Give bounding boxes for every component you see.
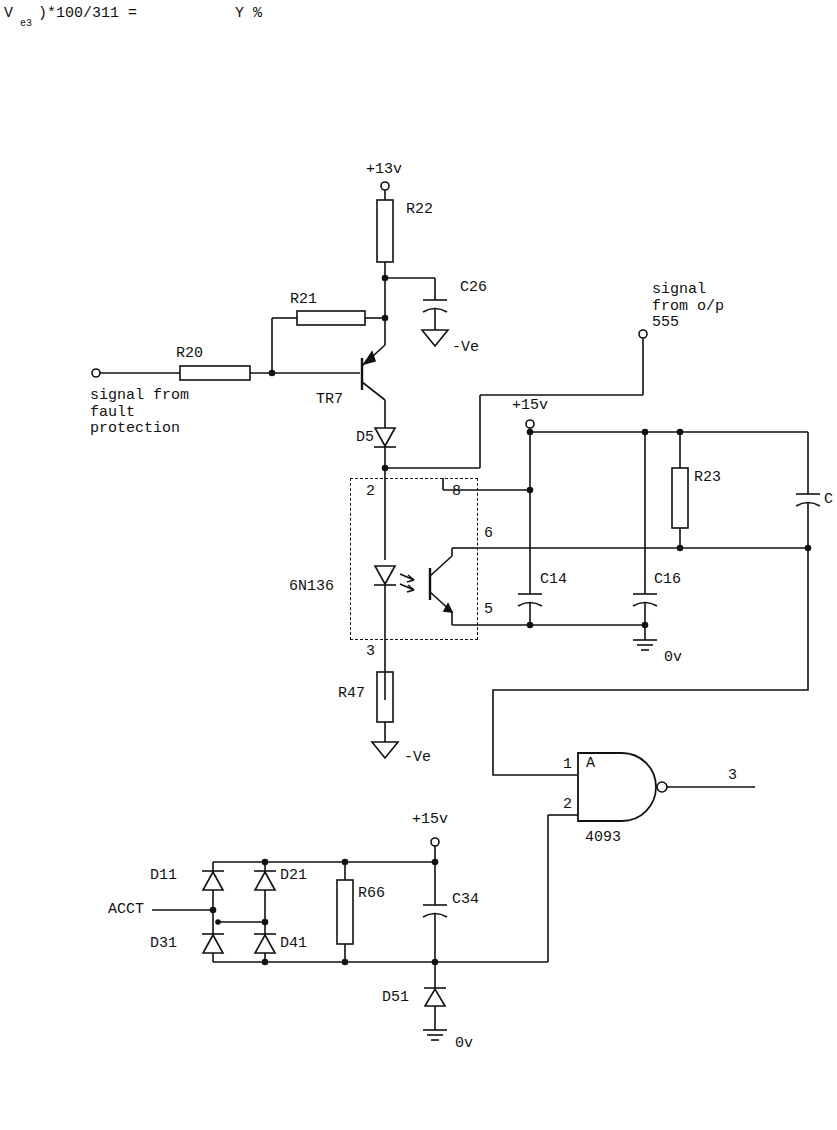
supply-label: 0v [664,650,682,667]
pin-number: 3 [728,768,737,785]
ref-designator: C [824,492,833,509]
ref-designator: R47 [338,686,365,703]
ref-designator: R66 [358,886,385,903]
pin-number: 3 [366,644,375,661]
ref-designator: C16 [654,572,681,589]
ref-designator: R20 [176,346,203,363]
supply-label: +15v [412,812,448,829]
ref-designator: R22 [406,202,433,219]
resistor-symbol [377,672,393,722]
ref-designator: D11 [150,868,177,885]
part-label: A [586,756,595,773]
signal-label: signal from fault protection [90,388,194,438]
ref-designator: D21 [280,868,307,885]
pin-number: 2 [563,797,572,814]
supply-label: 0v [455,1036,473,1053]
formula-text: V [4,6,13,23]
ref-designator: C34 [452,892,479,909]
pin-number: 8 [452,484,461,501]
supply-label: +15v [512,398,548,415]
resistor-symbol [337,880,353,944]
ref-designator: D51 [382,990,409,1007]
signal-label: ACCT [108,902,144,919]
nand-gate: A4093 [577,752,669,822]
formula-text: Y % [235,6,262,23]
ref-designator: R21 [290,292,317,309]
formula-text: )*100/311 = [38,6,137,23]
resistor-symbol [377,200,393,262]
resistor-symbol [672,468,688,528]
supply-label: -Ve [452,340,479,357]
ref-designator: C26 [460,280,487,297]
ref-designator: D31 [150,936,177,953]
resistor-symbol [180,366,250,380]
formula-subscript: e3 [20,18,32,29]
supply-label: -Ve [404,750,431,767]
part-label: 4093 [585,830,621,847]
resistor-symbol [297,311,365,325]
ref-designator: C14 [540,572,567,589]
ref-designator: TR7 [316,392,343,409]
pin-number: 1 [563,757,572,774]
wire-connector [478,548,808,775]
optocoupler-box: 6N136 [350,478,478,640]
supply-label: +13v [366,162,402,179]
pin-number: 5 [484,602,493,619]
pin-number: 2 [366,484,375,501]
signal-label: signal from o/p 555 [652,282,724,332]
part-label: 6N136 [289,579,334,596]
ref-designator: R23 [694,470,721,487]
pin-number: 6 [484,526,493,543]
ref-designator: D41 [280,936,307,953]
ref-designator: D5 [356,430,374,447]
